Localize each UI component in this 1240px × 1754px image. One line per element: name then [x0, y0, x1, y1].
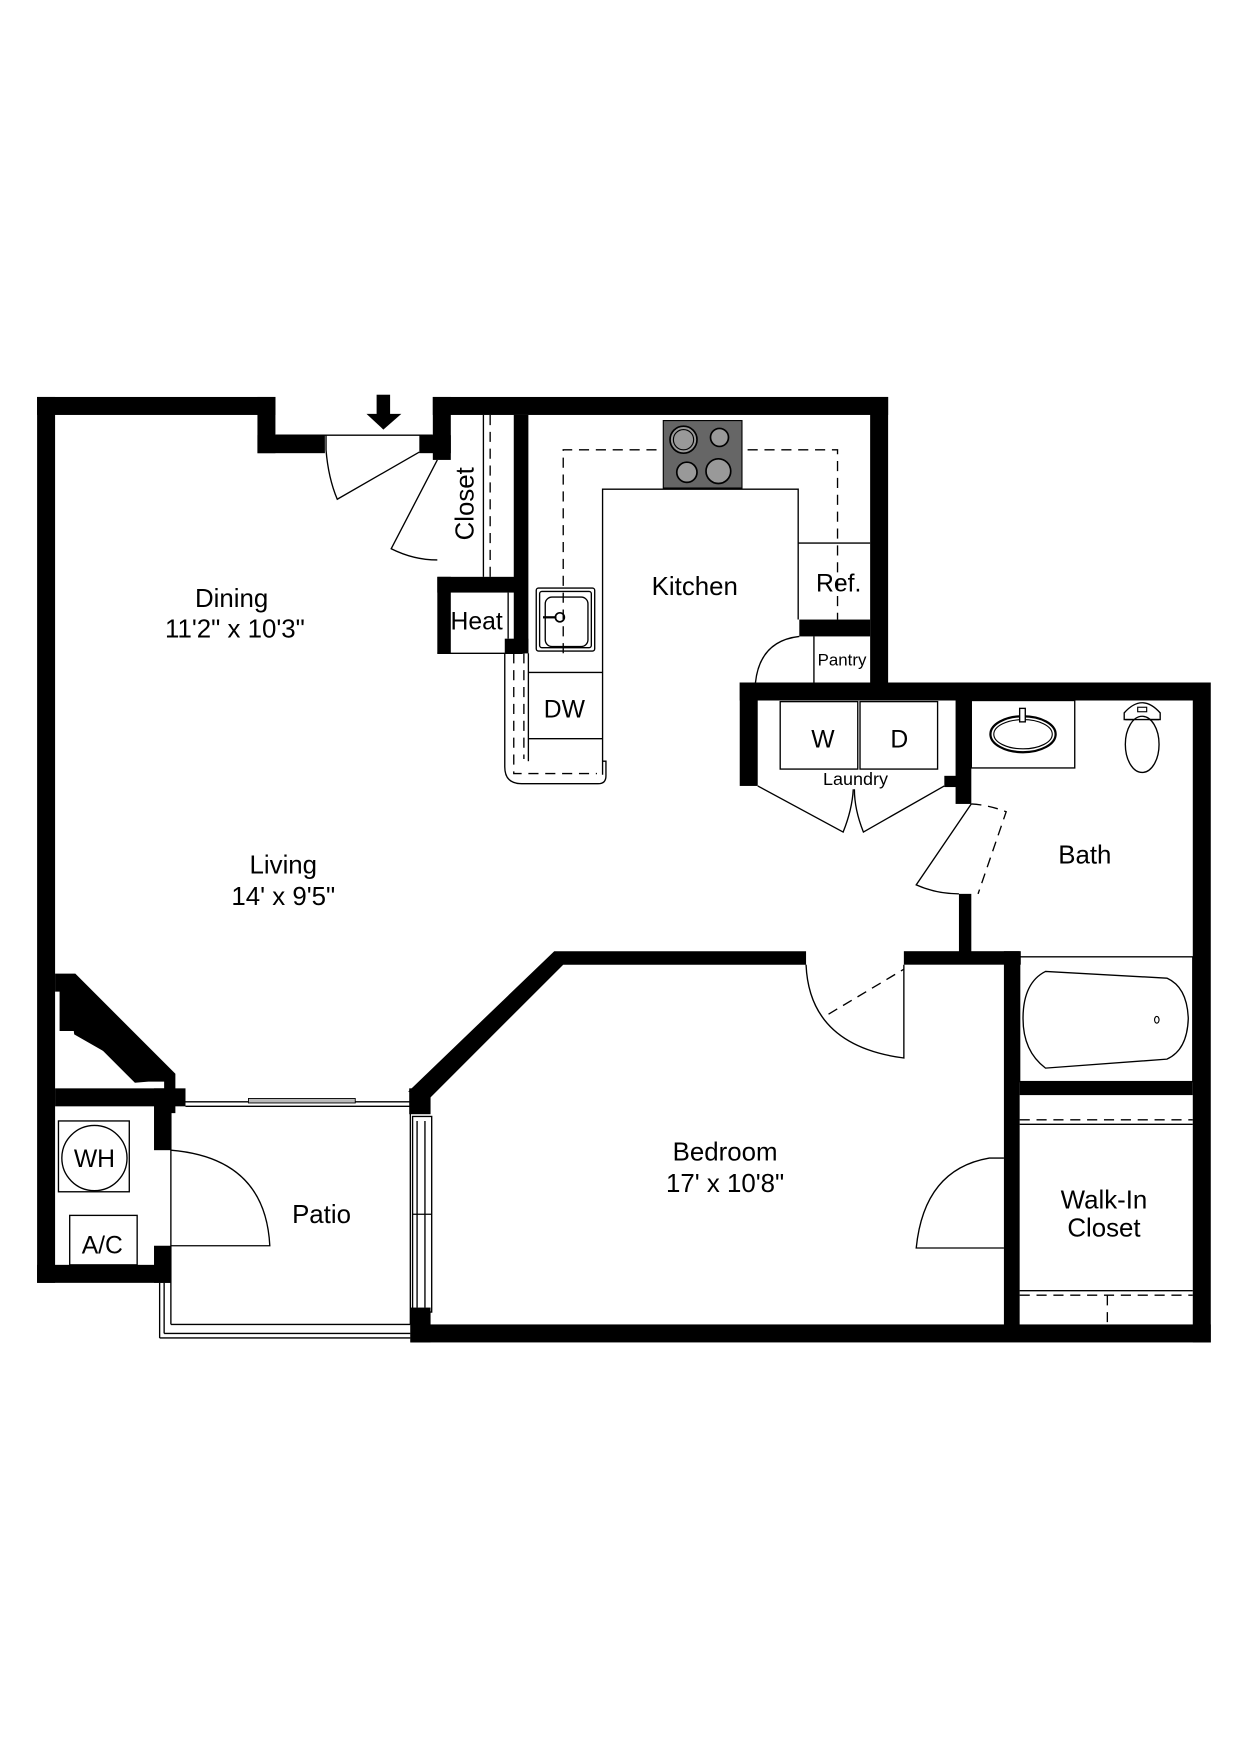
bedroom-door[interactable]	[805, 964, 905, 1059]
walls	[37, 396, 1211, 1343]
heat-label: Heat	[451, 609, 503, 636]
patio: Patio	[158, 1098, 412, 1339]
bathroom-sink-icon	[989, 707, 1057, 754]
kitchen-sink-icon	[535, 587, 596, 652]
laundry: W D Laundry	[757, 700, 945, 834]
walkin-closet-label-line2: Closet	[1067, 1215, 1140, 1243]
ac-label: A/C	[82, 1233, 123, 1260]
bathtub-icon	[1018, 956, 1194, 1083]
dining-dims: 11'2" x 10'3"	[165, 616, 305, 644]
kitchen-label: Kitchen	[652, 573, 738, 601]
laundry-door-right[interactable]	[853, 785, 945, 834]
pantry-label: Pantry	[818, 651, 867, 670]
patio-label: Patio	[292, 1201, 351, 1229]
walkin-closet-door[interactable]	[915, 1157, 1004, 1249]
dishwasher: DW	[527, 653, 603, 762]
utility-closet: WH A/C	[57, 1120, 138, 1266]
ac-unit-icon: A/C	[69, 1214, 138, 1266]
water-heater-label: WH	[74, 1146, 115, 1173]
closet-door[interactable]	[390, 459, 438, 561]
toilet-icon	[1123, 702, 1161, 774]
water-heater-icon: WH	[57, 1120, 130, 1193]
refrigerator-label: Ref.	[816, 570, 861, 597]
dining-label: Dining	[195, 585, 268, 613]
bath-label: Bath	[1058, 842, 1111, 870]
kitchen: DW Ref. Kitchen	[504, 420, 871, 785]
laundry-label: Laundry	[823, 769, 888, 789]
washer-label: W	[811, 727, 835, 754]
entry-door[interactable]	[325, 435, 420, 501]
coat-closet: Closet	[390, 414, 491, 577]
pantry-door[interactable]	[754, 635, 800, 683]
dishwasher-label: DW	[544, 696, 586, 723]
entry	[275, 394, 433, 501]
closet-label: Closet	[451, 467, 479, 540]
bedroom-window	[411, 1115, 433, 1313]
bedroom: Bedroom 17' x 10'8"	[411, 964, 905, 1313]
entry-arrow-icon	[366, 413, 402, 430]
dryer-label: D	[890, 727, 908, 754]
living-dims: 14' x 9'5"	[231, 883, 335, 911]
walkin-closet: Walk-In Closet	[915, 1119, 1193, 1325]
bath: Bath	[915, 699, 1194, 1083]
walkin-closet-label-line1: Walk-In	[1061, 1187, 1148, 1215]
bath-door[interactable]	[915, 803, 972, 895]
patio-door[interactable]	[170, 1149, 271, 1247]
bedroom-label: Bedroom	[673, 1138, 778, 1166]
pantry: Pantry	[754, 635, 867, 683]
refrigerator: Ref.	[798, 542, 871, 597]
living-label: Living	[250, 852, 318, 880]
laundry-door-left[interactable]	[757, 785, 854, 833]
stove-icon	[662, 420, 743, 489]
bedroom-dims: 17' x 10'8"	[666, 1170, 784, 1198]
heat-closet: Heat	[437, 592, 523, 654]
